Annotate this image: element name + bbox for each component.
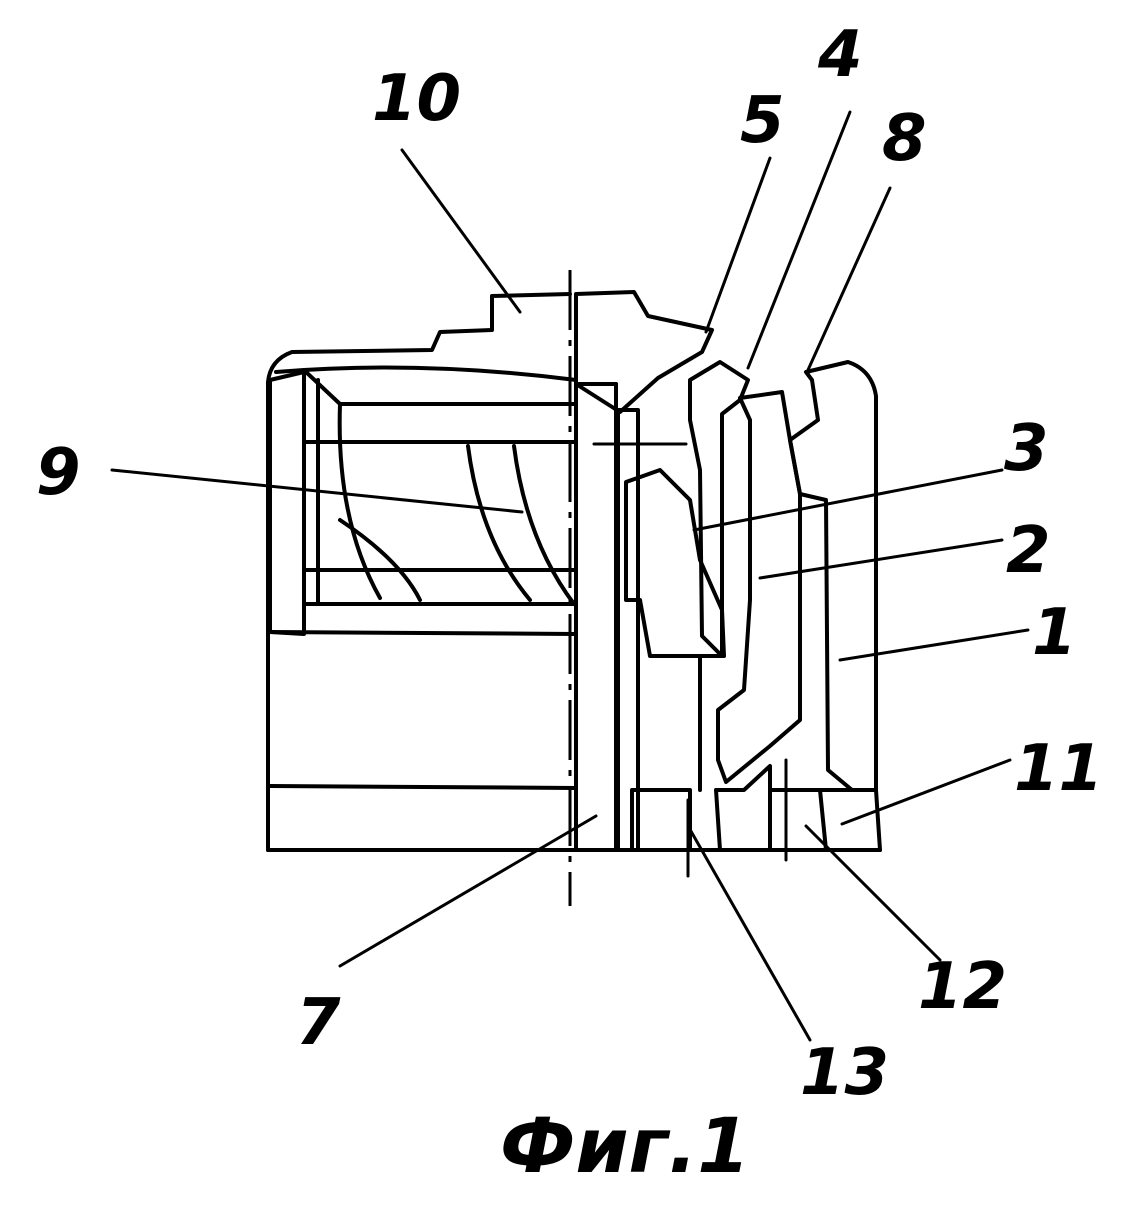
section-view	[576, 292, 880, 876]
label-13: 13	[800, 1036, 889, 1110]
label-1: 1	[1032, 596, 1077, 670]
label-4: 4	[817, 18, 863, 92]
label-3: 3	[1004, 412, 1049, 486]
figure-caption: Фиг.1	[500, 1101, 750, 1190]
label-7: 7	[296, 986, 341, 1060]
label-5: 5	[740, 84, 785, 158]
label-2: 2	[1006, 514, 1051, 588]
label-11: 11	[1014, 732, 1103, 806]
label-12: 12	[918, 950, 1007, 1024]
label-9: 9	[36, 436, 81, 510]
label-10: 10	[372, 62, 461, 136]
exterior-view	[268, 294, 618, 850]
label-8: 8	[882, 102, 927, 176]
